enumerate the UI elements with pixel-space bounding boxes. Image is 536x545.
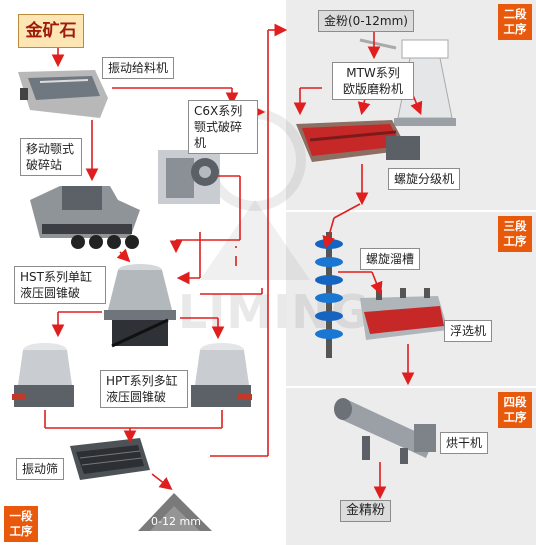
pile-size-label: 0-12 mm (151, 515, 201, 528)
screen-label: 振动筛 (16, 458, 65, 480)
feeder-label: 振动给料机 (102, 57, 175, 79)
stage-1-badge: 一段 工序 (4, 506, 38, 542)
gold-powder-label: 金粉(0-12mm) (318, 10, 414, 32)
spiral-chute-label: 螺旋溜槽 (360, 248, 421, 270)
mobile-station-label: 移动颚式 破碎站 (20, 138, 82, 176)
stage-divider (286, 386, 536, 388)
jaw-crusher-picture (158, 150, 220, 204)
mtw-mill-label: MTW系列 欧版磨粉机 (332, 62, 414, 100)
classifier-label: 螺旋分级机 (388, 168, 461, 190)
concentrate-label: 金精粉 (340, 500, 392, 522)
spiral-classifier-picture (296, 120, 420, 162)
stage-4-badge: 四段 工序 (498, 392, 532, 428)
vibrating-feeder-picture (18, 70, 108, 118)
flotation-label: 浮选机 (444, 320, 493, 342)
hst-cone-crusher-picture (104, 264, 176, 348)
hpt-cone-crusher-right-picture (191, 343, 252, 407)
hpt-cone-crusher-left-picture (12, 343, 74, 407)
flotation-machine-picture (360, 288, 448, 340)
product-pile-picture (138, 493, 212, 531)
gold-ore-label: 金矿石 (18, 14, 84, 48)
stage-3-badge: 三段 工序 (498, 216, 532, 252)
mobile-crusher-station-picture (30, 186, 140, 249)
vibrating-screen-picture (70, 438, 150, 480)
rotary-dryer-picture (334, 398, 436, 464)
stage-2-badge: 二段 工序 (498, 4, 532, 40)
hpt-cone-crusher-label: HPT系列多缸 液压圆锥破 (100, 370, 188, 408)
hst-cone-crusher-label: HST系列单缸 液压圆锥破 (14, 266, 106, 304)
stage-divider (286, 210, 536, 212)
spiral-chute-picture (315, 232, 343, 358)
dryer-label: 烘干机 (440, 432, 489, 454)
jaw-crusher-label: C6X系列 颚式破碎机 (188, 100, 258, 154)
